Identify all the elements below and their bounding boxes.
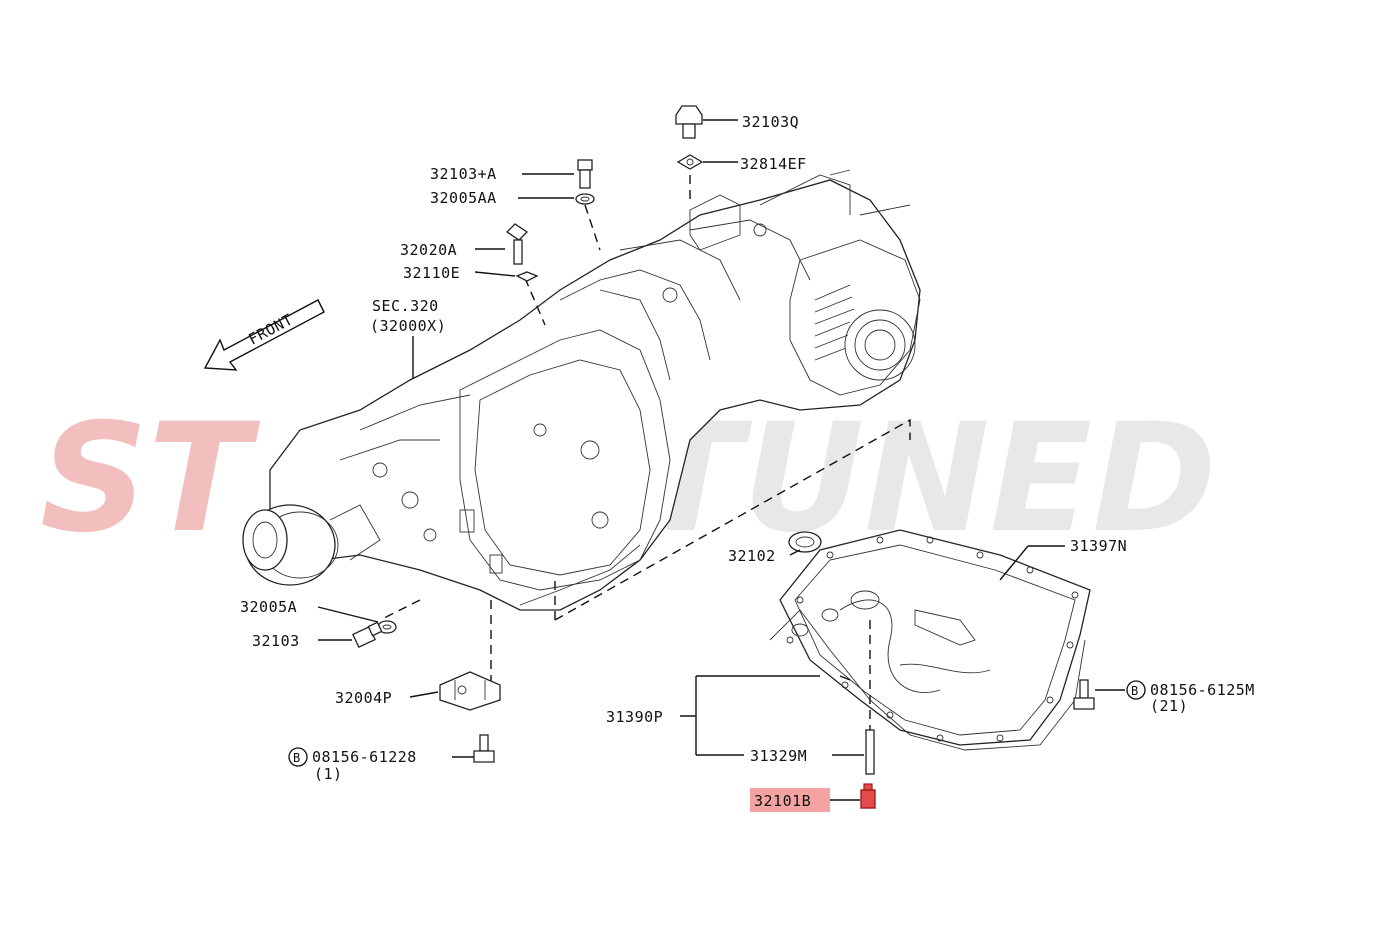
front-label: FRONT <box>245 310 296 348</box>
gasket-bolt-holes <box>786 536 1079 742</box>
front-arrow: FRONT <box>203 299 325 371</box>
label-31390p[interactable]: 31390P <box>606 708 663 726</box>
label-32005a[interactable]: 32005A <box>240 598 297 616</box>
bolt-08156-61228 <box>473 734 495 763</box>
seal-32102 <box>788 531 822 553</box>
label-32103[interactable]: 32103 <box>252 632 300 650</box>
sec-ref-line2: (32000X) <box>370 317 446 335</box>
magnet-31329m <box>865 729 875 775</box>
label-32004p[interactable]: 32004P <box>335 689 392 707</box>
bolt-32103q <box>675 105 703 139</box>
watermark-logo: ST TUNED <box>40 392 1217 566</box>
plug-32103 <box>352 621 383 649</box>
label-32103a[interactable]: 32103+A <box>430 165 497 183</box>
bolt-08156-6125m <box>1073 679 1095 710</box>
bolt-32020a <box>505 223 529 265</box>
transmission-assembly <box>242 169 921 611</box>
bracket-32004p <box>439 671 501 711</box>
oil-pan-assembly <box>769 529 1091 751</box>
label-32103q[interactable]: 32103Q <box>742 113 799 131</box>
bolt-part-2: 08156-6125M <box>1150 681 1255 699</box>
label-31329m[interactable]: 31329M <box>750 747 807 765</box>
bolt-qty-2: (21) <box>1150 697 1188 715</box>
label-31397n[interactable]: 31397N <box>1070 537 1127 555</box>
clip-32110e <box>515 271 539 282</box>
label-32102[interactable]: 32102 <box>728 547 776 565</box>
bolt-symbol-1: B <box>293 751 301 765</box>
bolt-part-1: 08156-61228 <box>312 748 417 766</box>
label-32110e[interactable]: 32110E <box>403 264 460 282</box>
label-32005aa[interactable]: 32005AA <box>430 189 497 207</box>
highlight-32101b <box>750 788 830 812</box>
label-32814ef[interactable]: 32814EF <box>740 155 807 173</box>
bolt-symbol-2: B <box>1131 684 1139 698</box>
drain-plug-32101b <box>860 783 876 809</box>
washer-32005aa <box>575 193 595 205</box>
plug-32103a <box>577 159 593 189</box>
washer-32814ef <box>676 154 704 170</box>
sec-ref-line1: SEC.320 <box>372 297 439 315</box>
bolt-callout-2[interactable]: B 08156-6125M (21) <box>1126 680 1255 715</box>
bolt-callout-1[interactable]: B 08156-61228 (1) <box>288 747 417 783</box>
label-32020a[interactable]: 32020A <box>400 241 457 259</box>
label-32101b[interactable]: 32101B <box>754 792 811 810</box>
bolt-qty-1: (1) <box>314 765 343 783</box>
watermark-text-st: ST <box>40 392 261 566</box>
section-reference: SEC.320 (32000X) <box>370 297 446 385</box>
